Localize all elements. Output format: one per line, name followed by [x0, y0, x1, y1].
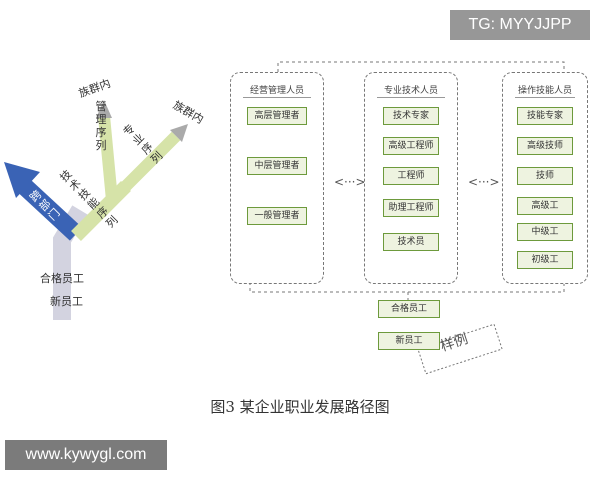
technical-level-1: 技术专家 [383, 107, 439, 125]
career-tree-diagram [4, 100, 188, 320]
technical-branch [71, 181, 131, 241]
management-level-2: 中层管理者 [247, 157, 307, 175]
branch-management-label: 管理序列 [95, 100, 107, 152]
outer-dashed-loop [277, 61, 565, 72]
skill-level-6: 初级工 [517, 251, 573, 269]
technical-level-4: 助理工程师 [383, 199, 439, 217]
technical-level-5: 技术员 [383, 233, 439, 251]
skill-level-3: 技师 [517, 167, 573, 185]
entry-new-employee: 新员工 [378, 332, 440, 350]
management-level-1: 高层管理者 [247, 107, 307, 125]
skill-column-title: 操作技能人员 [517, 86, 572, 96]
skill-level-2: 高级技师 [517, 137, 573, 155]
management-column: 经营管理人员 高层管理者 中层管理者 一般管理者 [230, 72, 324, 284]
left-right-arrow-2: <···> [468, 175, 500, 189]
site-watermark: www.kywygl.com [5, 440, 167, 470]
qualified-employee-label: 合格员工 [40, 272, 84, 285]
cross-department-arrowhead [4, 162, 40, 198]
professional-branch [115, 131, 181, 197]
skill-level-5: 中级工 [517, 223, 573, 241]
cross-department-branch [15, 177, 83, 241]
technical-level-2: 高级工程师 [383, 137, 439, 155]
technical-column: 专业技术人员 技术专家 高级工程师 工程师 助理工程师 技术员 [364, 72, 458, 284]
skill-level-4: 高级工 [517, 197, 573, 215]
new-employee-label: 新员工 [50, 295, 83, 308]
left-right-arrow-1: <···> [334, 175, 366, 189]
management-arrowhead [96, 100, 112, 118]
management-column-title: 经营管理人员 [249, 86, 304, 96]
technical-column-title: 专业技术人员 [383, 86, 438, 96]
skill-column-rule [515, 97, 575, 98]
technical-column-rule [377, 97, 445, 98]
skill-level-1: 技能专家 [517, 107, 573, 125]
entry-qualified-employee: 合格员工 [378, 300, 440, 318]
technical-level-3: 工程师 [383, 167, 439, 185]
professional-arrowhead [170, 124, 188, 142]
tg-watermark: TG: MYYJJPP [450, 10, 590, 40]
management-column-rule [243, 97, 311, 98]
management-branch [98, 115, 118, 201]
figure-caption: 图3 某企业职业发展路径图 [210, 398, 390, 416]
management-level-3: 一般管理者 [247, 207, 307, 225]
skill-column: 操作技能人员 技能专家 高级技师 技师 高级工 中级工 初级工 [502, 72, 588, 284]
sample-stamp-frame [417, 323, 503, 375]
